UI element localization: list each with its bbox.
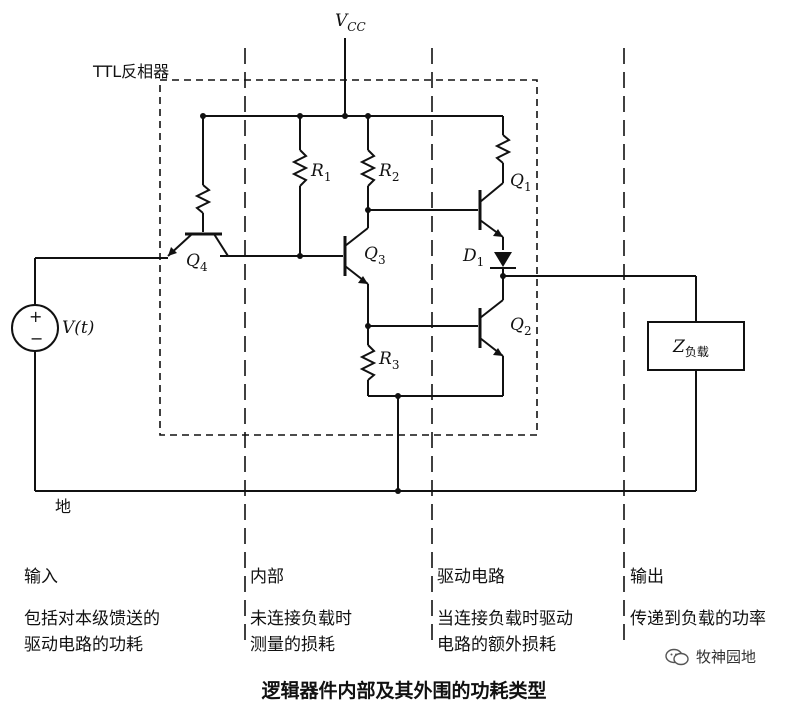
q2-label: Q [510,315,524,335]
wechat-icon [665,648,689,665]
r3-label: R [378,349,392,369]
r1-label: R [310,161,324,181]
svg-text:Q3: Q3 [364,244,386,267]
q3-label: Q [364,244,378,264]
svg-text:−: − [30,329,43,348]
watermark: 牧神园地 [664,646,756,667]
load-sub: 负载 [685,345,709,359]
svg-text:R1: R1 [310,161,331,184]
section-title-driver: 驱动电路 [437,567,505,587]
ttl-box-title: TTL反相器 [92,62,169,81]
section-desc-internal: 未连接负载时 测量的损耗 [250,609,352,655]
svg-text:R2: R2 [378,161,399,184]
section-title-internal: 内部 [250,567,284,587]
figure-caption: 逻辑器件内部及其外围的功耗类型 [261,680,547,702]
svg-text:Q2: Q2 [510,315,532,338]
section-title-input: 输入 [24,567,58,587]
section-desc-output: 传递到负载的功率 [630,609,766,629]
section-desc-input: 包括对本级馈送的 驱动电路的功耗 [24,609,160,655]
section-title-output: 输出 [630,567,664,587]
ground-label: 地 [55,497,71,516]
watermark-text: 牧神园地 [696,648,757,666]
q1-label: Q [510,171,524,191]
svg-text:Z负载: Z负载 [672,337,709,359]
vcc-label: V [335,11,349,31]
source-label: V(t) [62,318,94,338]
svg-text:Q1: Q1 [510,171,532,194]
svg-text:R3: R3 [378,349,399,372]
vcc-sub: CC [347,20,365,34]
svg-text:VCC: VCC [335,11,366,34]
load-label: Z [672,337,686,357]
r2-label: R [378,161,392,181]
q4-label: Q [186,251,200,271]
d1-label: D [462,246,477,266]
svg-text:D1: D1 [462,246,484,269]
svg-text:Q4: Q4 [186,251,208,274]
svg-text:+: + [29,307,42,326]
section-desc-driver: 当连接负载时驱动 电路的额外损耗 [437,609,573,655]
